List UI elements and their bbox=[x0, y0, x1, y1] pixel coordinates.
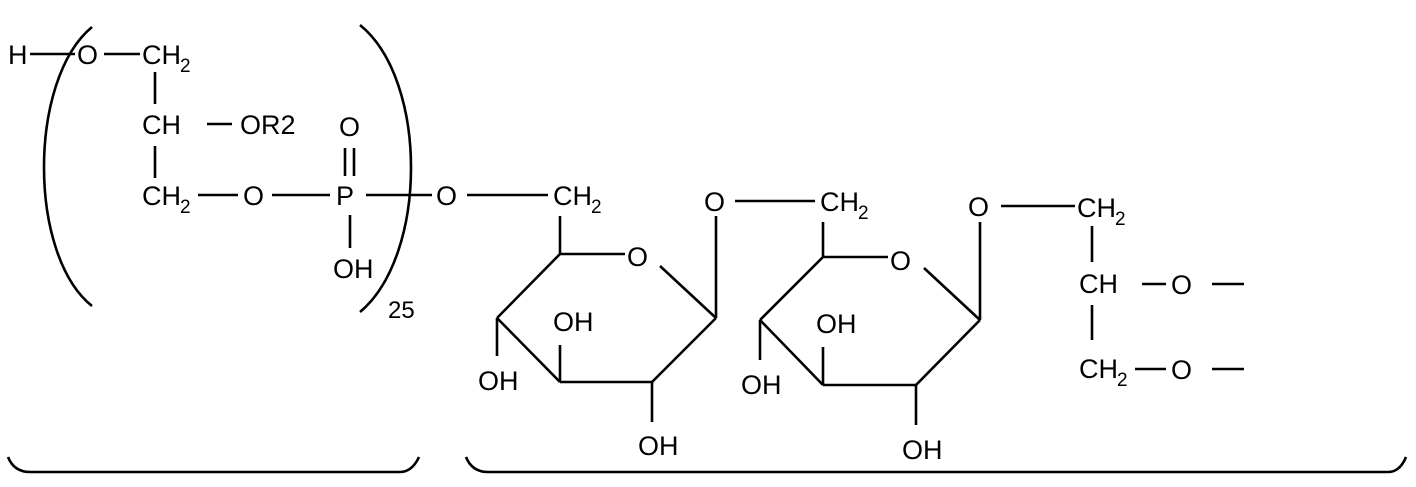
left-brace bbox=[6, 456, 421, 474]
ch2-bottom-subscript: 2 bbox=[180, 197, 191, 218]
tail-o-label: O bbox=[968, 192, 989, 222]
right-brace bbox=[464, 456, 1408, 474]
ch2-top-label: CH bbox=[142, 40, 181, 70]
bond-c1-c2-sugar2 bbox=[915, 319, 981, 386]
right-parenthesis bbox=[359, 23, 413, 313]
sugar1-ring-o-label: O bbox=[627, 242, 648, 272]
sugar1-ch2-subscript: 2 bbox=[591, 197, 602, 218]
phosphate-oh-label: OH bbox=[333, 254, 374, 284]
glycerol-tail: O CH 2 CH O CH 2 O bbox=[968, 192, 1244, 391]
tail-ch2-bottom-label: CH bbox=[1079, 354, 1118, 384]
left-parenthesis bbox=[42, 26, 93, 308]
chain-o-label: O bbox=[77, 40, 98, 70]
tail-ch2-top-label: CH bbox=[1077, 193, 1116, 223]
or2-label: OR2 bbox=[240, 110, 296, 140]
ch2-top-subscript: 2 bbox=[180, 56, 191, 77]
sugar2-ch2-subscript: 2 bbox=[858, 203, 869, 224]
glycosidic-o-label: O bbox=[704, 187, 725, 217]
ch2-bottom-label: CH bbox=[142, 181, 181, 211]
tail-ch2-bottom-subscript: 2 bbox=[1117, 370, 1128, 391]
terminal-h-label: H bbox=[8, 40, 28, 70]
sugar2-ring-o-label: O bbox=[890, 246, 911, 276]
bond-ringo-c1-sugar2 bbox=[923, 267, 981, 321]
link-o-label: O bbox=[436, 181, 457, 211]
repeat-count-subscript: 25 bbox=[388, 297, 415, 324]
bond-c1-c2-sugar1 bbox=[651, 317, 717, 383]
tail-ch2-o-label: O bbox=[1171, 355, 1192, 385]
tail-ch-o-label: O bbox=[1171, 270, 1192, 300]
sugar1-c3-oh-label: OH bbox=[553, 307, 594, 337]
sugar1-ch2-label: CH bbox=[553, 181, 592, 211]
ch-label: CH bbox=[142, 110, 181, 140]
tail-ch-label: CH bbox=[1079, 269, 1118, 299]
bond-c4-c5-sugar1 bbox=[496, 253, 561, 319]
sugar2-ch2-label: CH bbox=[820, 187, 859, 217]
ester-o-label: O bbox=[243, 181, 264, 211]
sugar-ring-2: CH 2 O OH OH OH bbox=[741, 187, 982, 465]
sugar-ring-1: CH 2 O OH OH OH bbox=[478, 181, 718, 461]
bond-c3-c4-sugar1 bbox=[496, 317, 561, 383]
phosphorus-label: P bbox=[336, 181, 354, 211]
sugar1-c2-oh-label: OH bbox=[638, 431, 679, 461]
sugar1-c4-oh-label: OH bbox=[478, 366, 519, 396]
bond-ringo-c1-sugar1 bbox=[659, 265, 717, 319]
glycerophosphate-repeat-unit: H O CH 2 CH OR2 CH 2 O P O OH bbox=[8, 40, 432, 284]
sugar2-c4-oh-label: OH bbox=[741, 370, 782, 400]
bond-c3-c4-sugar2 bbox=[759, 319, 824, 386]
phosphoryl-o-label: O bbox=[339, 112, 360, 142]
sugar2-c3-oh-label: OH bbox=[816, 309, 857, 339]
bond-c4-c5-sugar2 bbox=[759, 256, 824, 321]
sugar2-c2-oh-label: OH bbox=[902, 435, 943, 465]
tail-ch2-top-subscript: 2 bbox=[1115, 209, 1126, 230]
